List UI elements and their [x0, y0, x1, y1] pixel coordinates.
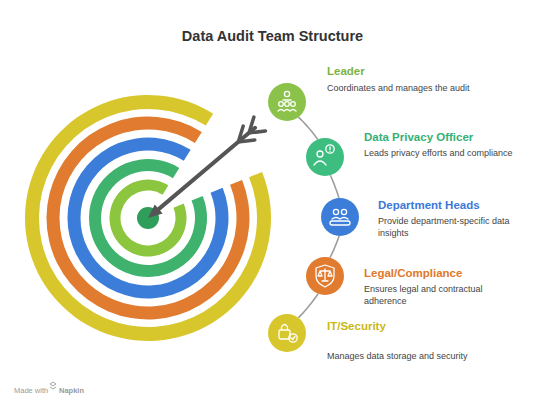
- legal-icon: [316, 265, 334, 287]
- arrow-shaft: [156, 117, 266, 212]
- watermark-text: Napkin: [59, 386, 84, 395]
- team-icon: [278, 91, 296, 111]
- role-description: Leads privacy efforts and compliance: [364, 148, 514, 160]
- target-ring: [89, 159, 207, 277]
- role-heading: Department Heads: [378, 198, 480, 212]
- target-ring: [46, 116, 249, 319]
- connector-line: [330, 175, 339, 198]
- connector-line: [298, 294, 318, 318]
- target-rings: [25, 95, 271, 341]
- role-circle: IT/SecurityManages data storage and secu…: [268, 314, 306, 352]
- napkin-logo: [50, 382, 56, 389]
- role-circle: Department HeadsProvide department-speci…: [321, 198, 359, 236]
- role-heading: Legal/Compliance: [364, 266, 462, 280]
- role-description: Manages data storage and security: [327, 351, 477, 363]
- security-icon: [279, 325, 297, 343]
- role-circle: LeaderCoordinates and manages the audit: [268, 83, 306, 121]
- role-description: Coordinates and manages the audit: [327, 83, 477, 95]
- role-heading: Leader: [327, 64, 365, 78]
- watermark-text: Made with: [14, 386, 48, 395]
- role-circle: Legal/ComplianceEnsures legal and contra…: [306, 257, 344, 295]
- role-heading: Data Privacy Officer: [364, 130, 473, 144]
- department-icon: [330, 209, 350, 225]
- target-ring: [110, 179, 187, 256]
- role-description: Ensures legal and contractual adherence: [364, 284, 514, 307]
- privacy-icon: [314, 145, 334, 165]
- target-ring: [25, 95, 271, 341]
- role-description: Provide department-specific data insight…: [378, 216, 528, 239]
- diagram-title: Data Audit Team Structure: [0, 28, 545, 44]
- target-ring: [67, 137, 228, 298]
- arrow-head: [148, 204, 163, 218]
- role-circle: Data Privacy OfficerLeads privacy effort…: [306, 138, 344, 176]
- role-heading: IT/Security: [327, 319, 386, 333]
- connector-line: [330, 236, 339, 258]
- connector-line: [298, 117, 317, 139]
